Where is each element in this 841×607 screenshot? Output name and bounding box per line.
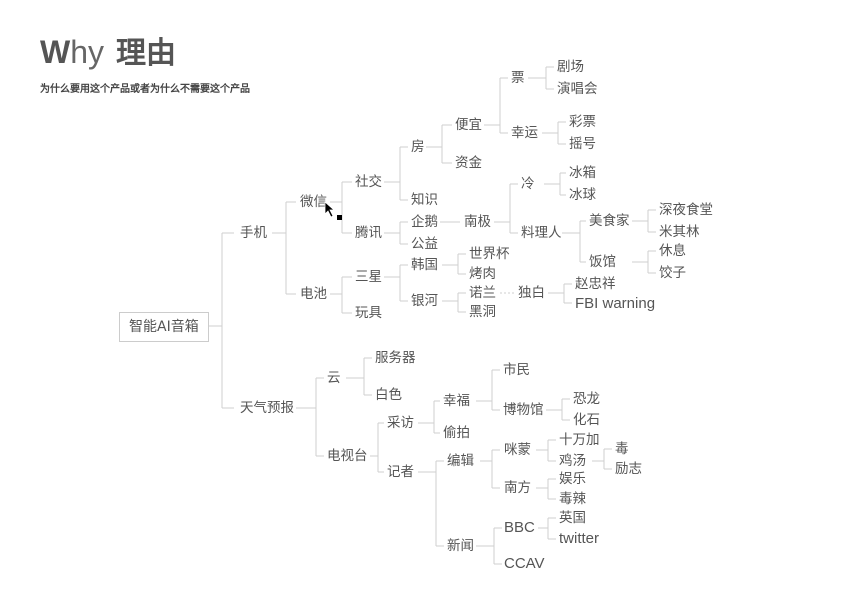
- node-tengxun[interactable]: 腾讯: [355, 225, 382, 241]
- node-fanguan[interactable]: 饭馆: [589, 254, 616, 270]
- node-du[interactable]: 毒: [615, 441, 629, 457]
- node-xiuxi[interactable]: 休息: [659, 243, 686, 259]
- node-bianji[interactable]: 编辑: [447, 453, 474, 469]
- root-node[interactable]: 智能AI音箱: [119, 312, 209, 342]
- node-qie[interactable]: 企鹅: [411, 214, 438, 230]
- title-w: W: [40, 34, 71, 70]
- subtitle: 为什么要用这个产品或者为什么不需要这个产品: [40, 84, 250, 95]
- node-jizhe[interactable]: 记者: [387, 464, 414, 480]
- node-liaoliren[interactable]: 料理人: [521, 225, 562, 241]
- node-xingyun[interactable]: 幸运: [511, 125, 538, 141]
- node-leng[interactable]: 冷: [521, 176, 535, 192]
- node-fang[interactable]: 房: [411, 139, 425, 155]
- node-hanguo[interactable]: 韩国: [411, 257, 438, 273]
- node-meishijia[interactable]: 美食家: [589, 213, 630, 229]
- node-yinhe[interactable]: 银河: [411, 293, 438, 309]
- node-toupai[interactable]: 偷拍: [443, 425, 470, 441]
- node-huashi[interactable]: 化石: [573, 412, 600, 428]
- node-shejiao[interactable]: 社交: [355, 174, 382, 190]
- node-yule[interactable]: 娱乐: [559, 471, 586, 487]
- node-wanju[interactable]: 玩具: [355, 305, 382, 321]
- node-bingxiang[interactable]: 冰箱: [569, 165, 596, 181]
- node-sanxing[interactable]: 三星: [355, 269, 382, 285]
- mouse-cursor-icon: [324, 201, 342, 220]
- node-jiaozi[interactable]: 饺子: [659, 265, 686, 281]
- node-heidong[interactable]: 黑洞: [469, 304, 496, 320]
- node-gongyi[interactable]: 公益: [411, 236, 438, 252]
- node-ccav[interactable]: CCAV: [504, 555, 545, 572]
- node-xinwen[interactable]: 新闻: [447, 538, 474, 554]
- node-caifang[interactable]: 采访: [387, 415, 414, 431]
- node-pianyi[interactable]: 便宜: [455, 117, 482, 133]
- node-konglong[interactable]: 恐龙: [573, 391, 600, 407]
- node-lizhi[interactable]: 励志: [615, 461, 642, 477]
- node-yaohao[interactable]: 摇号: [569, 136, 596, 152]
- node-piao[interactable]: 票: [511, 70, 525, 86]
- node-yanchanghui[interactable]: 演唱会: [557, 81, 598, 97]
- node-tianqi[interactable]: 天气预报: [240, 400, 294, 416]
- node-nuolan[interactable]: 诺兰: [469, 285, 496, 301]
- node-zhishi[interactable]: 知识: [411, 192, 438, 208]
- node-yun[interactable]: 云: [327, 370, 341, 386]
- node-caipiao[interactable]: 彩票: [569, 114, 596, 130]
- title-chinese: 理由: [116, 37, 176, 70]
- node-shiwanjia[interactable]: 十万加: [559, 432, 600, 448]
- node-shouji[interactable]: 手机: [240, 225, 267, 241]
- node-twitter[interactable]: twitter: [559, 530, 600, 547]
- node-bingqiu[interactable]: 冰球: [569, 187, 596, 203]
- node-weixin[interactable]: 微信: [300, 194, 327, 210]
- node-yingguo[interactable]: 英国: [559, 510, 586, 526]
- node-dianshitai[interactable]: 电视台: [327, 448, 368, 464]
- node-kaorou[interactable]: 烤肉: [469, 266, 496, 282]
- node-miqilin[interactable]: 米其林: [659, 224, 700, 240]
- node-jitang[interactable]: 鸡汤: [559, 453, 586, 469]
- node-shijiebei[interactable]: 世界杯: [469, 246, 510, 262]
- node-baise[interactable]: 白色: [375, 387, 402, 403]
- node-shenye[interactable]: 深夜食堂: [659, 202, 713, 218]
- node-dianchi[interactable]: 电池: [300, 286, 327, 302]
- node-xingfu[interactable]: 幸福: [443, 393, 470, 409]
- node-dubai[interactable]: 独白: [518, 285, 545, 301]
- node-bbc[interactable]: BBC: [504, 519, 535, 536]
- node-fbi-warning[interactable]: FBI warning: [575, 295, 656, 312]
- page-title: Why 理由: [40, 32, 176, 74]
- node-dula[interactable]: 毒辣: [559, 491, 586, 507]
- node-nanfang[interactable]: 南方: [504, 480, 531, 496]
- node-fuwuqi[interactable]: 服务器: [375, 350, 416, 366]
- node-shimin[interactable]: 市民: [503, 362, 530, 378]
- node-zhaozhongxiang[interactable]: 赵忠祥: [575, 276, 616, 292]
- node-mimeng[interactable]: 咪蒙: [504, 442, 531, 458]
- node-nanji[interactable]: 南极: [464, 214, 491, 230]
- node-zijin[interactable]: 资金: [455, 155, 482, 171]
- title-hy: hy: [70, 34, 104, 70]
- node-juchang[interactable]: 剧场: [557, 59, 584, 75]
- node-bowuguan[interactable]: 博物馆: [503, 402, 544, 418]
